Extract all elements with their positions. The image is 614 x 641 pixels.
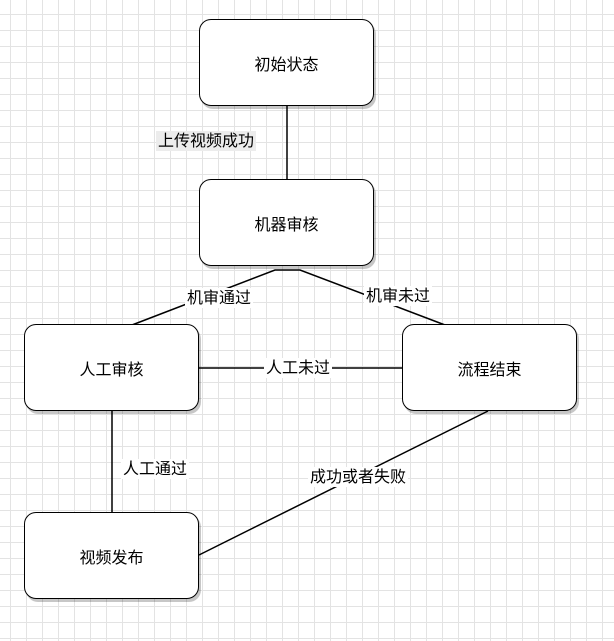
node-initial-state[interactable]: 初始状态	[199, 19, 374, 106]
node-initial-state-label: 初始状态	[254, 54, 319, 74]
node-process-end[interactable]: 流程结束	[402, 324, 577, 411]
node-process-end-label: 流程结束	[457, 359, 522, 379]
node-manual-review[interactable]: 人工审核	[24, 324, 199, 411]
edge-label-manual-fail: 人工未过	[264, 358, 333, 378]
node-video-publish-label: 视频发布	[79, 547, 144, 567]
node-machine-review[interactable]: 机器审核	[199, 179, 374, 266]
node-manual-review-label: 人工审核	[79, 359, 144, 379]
edge-label-machine-fail: 机审未过	[364, 286, 433, 306]
node-video-publish[interactable]: 视频发布	[24, 512, 199, 599]
edge-label-upload-success: 上传视频成功	[156, 131, 257, 151]
edge-label-machine-pass: 机审通过	[185, 288, 254, 308]
node-machine-review-label: 机器审核	[254, 214, 319, 234]
edge-label-success-or-fail: 成功或者失败	[308, 467, 409, 487]
edge-label-manual-pass: 人工通过	[121, 459, 190, 479]
